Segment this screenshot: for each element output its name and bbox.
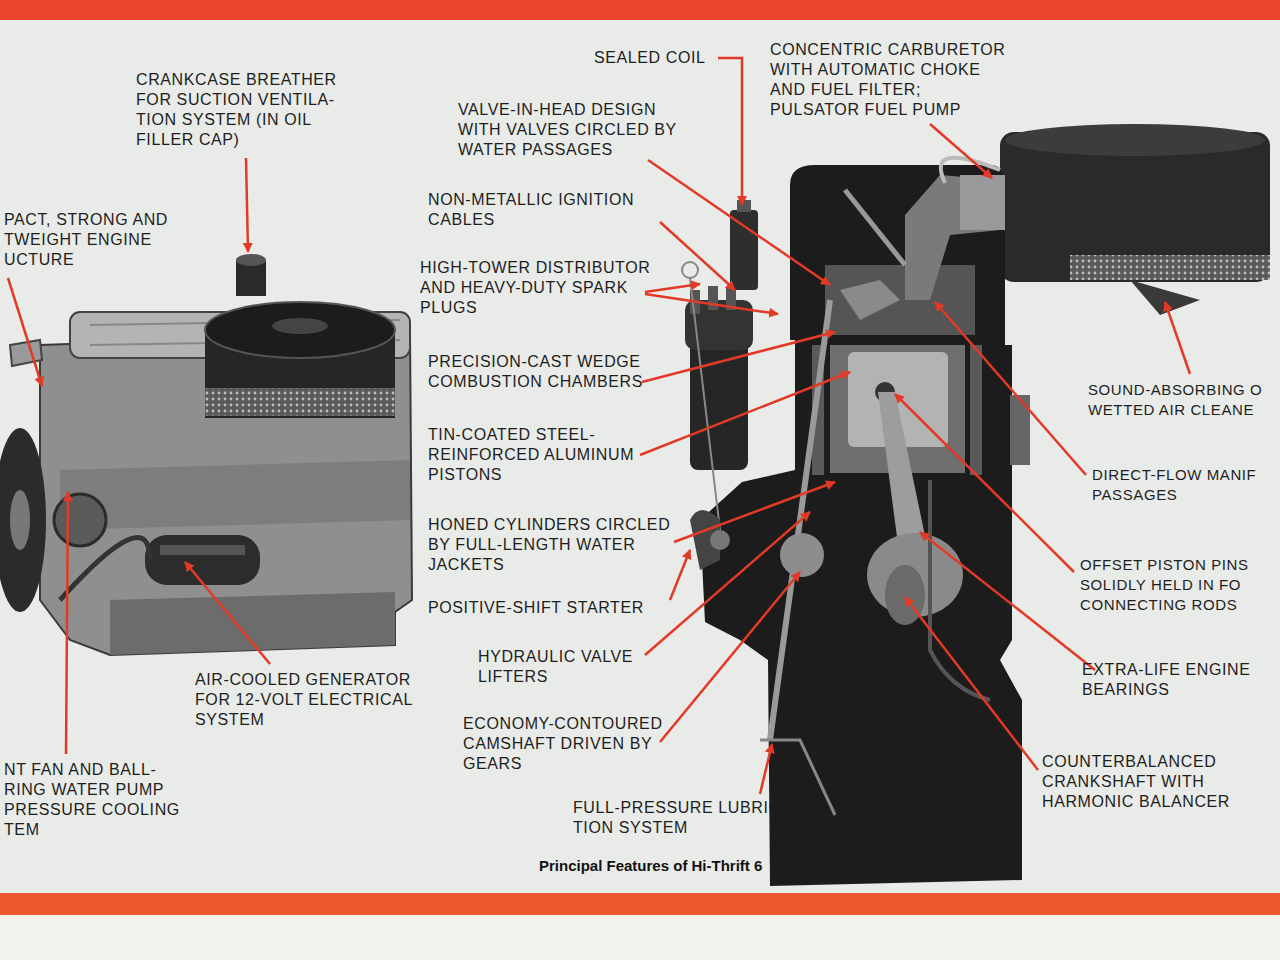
leader-lines-part <box>718 58 742 205</box>
leader-lines-part <box>645 512 810 655</box>
engine-exterior-part <box>54 494 106 546</box>
callout-label: SOUND-ABSORBING O WETTED AIR CLEANE <box>1088 380 1269 420</box>
engine-cutaway-part <box>1010 395 1030 465</box>
engine-exterior-part <box>145 535 260 585</box>
leader-lines-part <box>645 284 700 292</box>
engine-cutaway-part <box>710 530 730 550</box>
callout-label: CRANKCASE BREATHER FOR SUCTION VENTILA- … <box>136 70 362 150</box>
callout-label: FULL-PRESSURE LUBRICA- TION SYSTEM <box>573 798 819 838</box>
engine-cutaway-part <box>1070 255 1270 280</box>
leader-lines-part <box>905 597 1038 770</box>
callout-label: CONCENTRIC CARBURETOR WITH AUTOMATIC CHO… <box>770 40 1007 120</box>
engine-cutaway-part <box>845 190 905 265</box>
engine-exterior-part <box>10 340 42 366</box>
leader-lines-part <box>930 124 992 178</box>
leader-lines-part <box>660 572 800 742</box>
engine-cutaway-part <box>960 175 1005 230</box>
callout-label: HONED CYLINDERS CIRCLED BY FULL-LENGTH W… <box>428 515 674 575</box>
engine-cutaway-part <box>1005 124 1265 156</box>
engine-exterior-part <box>110 592 395 655</box>
engine-exterior-part <box>272 318 328 334</box>
callout-label: OFFSET PISTON PINS SOLIDLY HELD IN FO CO… <box>1080 555 1272 615</box>
callout-label: ECONOMY-CONTOURED CAMSHAFT DRIVEN BY GEA… <box>463 714 667 774</box>
leader-lines-part <box>246 158 248 252</box>
leader-lines-part <box>935 302 1086 475</box>
leader-lines-part <box>66 492 68 754</box>
page-bands-part <box>0 915 1280 960</box>
callout-label: HYDRAULIC VALVE LIFTERS <box>478 647 650 687</box>
page-bands-part <box>0 893 1280 915</box>
leader-lines-part <box>642 332 835 382</box>
leader-lines-part <box>760 744 772 794</box>
callout-label: COUNTERBALANCED CRANKSHAFT WITH HARMONIC… <box>1042 752 1236 812</box>
callout-label: EXTRA-LIFE ENGINE BEARINGS <box>1082 660 1276 700</box>
engine-exterior-part <box>160 545 245 555</box>
engine-exterior-part <box>60 460 410 530</box>
engine-cutaway-part <box>970 345 982 475</box>
leader-lines-part <box>895 394 1074 572</box>
engine-cutaway-part <box>941 158 1000 183</box>
engine-exterior-part <box>0 428 46 612</box>
engine-exterior-part <box>205 302 395 358</box>
leader-lines <box>8 58 1190 794</box>
callout-label: SEALED COIL <box>594 48 706 68</box>
engine-cutaway-part <box>825 265 975 335</box>
engine-cutaway-part <box>708 286 718 310</box>
callout-label: VALVE-IN-HEAD DESIGN WITH VALVES CIRCLED… <box>458 100 684 160</box>
callout-label: PRECISION-CAST WEDGE COMBUSTION CHAMBERS <box>428 352 654 392</box>
leader-lines-part <box>660 222 735 290</box>
engine-exterior-part <box>10 490 30 550</box>
engine-exterior-part <box>236 254 266 266</box>
engine-exterior <box>0 254 412 655</box>
leader-lines-part <box>185 562 270 664</box>
engine-cutaway-part <box>690 278 720 530</box>
engine-cutaway-part <box>700 165 1022 886</box>
callout-label: NON-METALLIC IGNITION CABLES <box>428 190 665 230</box>
callout-label: NT FAN AND BALL- RING WATER PUMP PRESSUR… <box>4 760 187 840</box>
callout-label: DIRECT-FLOW MANIF PASSAGES <box>1092 465 1273 505</box>
callout-label: POSITIVE-SHIFT STARTER <box>428 598 644 618</box>
engine-cutaway-part <box>1130 280 1200 315</box>
leader-lines-part <box>1165 302 1190 374</box>
engine-cutaway-part <box>737 200 751 212</box>
leader-lines-part <box>670 550 690 600</box>
leader-lines-part <box>8 278 42 386</box>
engine-cutaway-part <box>780 533 824 577</box>
callout-label: TIN-COATED STEEL- REINFORCED ALUMINUM PI… <box>428 425 643 485</box>
callout-label: AIR-COOLED GENERATOR FOR 12-VOLT ELECTRI… <box>195 670 441 730</box>
page-bands-part <box>0 0 1280 20</box>
leader-lines-part <box>648 160 830 285</box>
engine-cutaway-part <box>682 262 698 278</box>
engine-exterior-part <box>205 388 395 416</box>
engine-exterior-part <box>60 538 150 601</box>
figure-caption: Principal Features of Hi-Thrift 6 <box>539 857 762 874</box>
leader-lines-part <box>640 372 850 455</box>
engine-cutaway-part <box>730 210 758 290</box>
leader-lines-part <box>674 482 835 542</box>
leader-lines-part <box>645 294 778 314</box>
callout-label: HIGH-TOWER DISTRIBUTOR AND HEAVY-DUTY SP… <box>420 258 668 318</box>
engine-cutaway-part <box>840 280 900 320</box>
callout-label: PACT, STRONG AND TWEIGHT ENGINE UCTURE <box>4 210 187 270</box>
